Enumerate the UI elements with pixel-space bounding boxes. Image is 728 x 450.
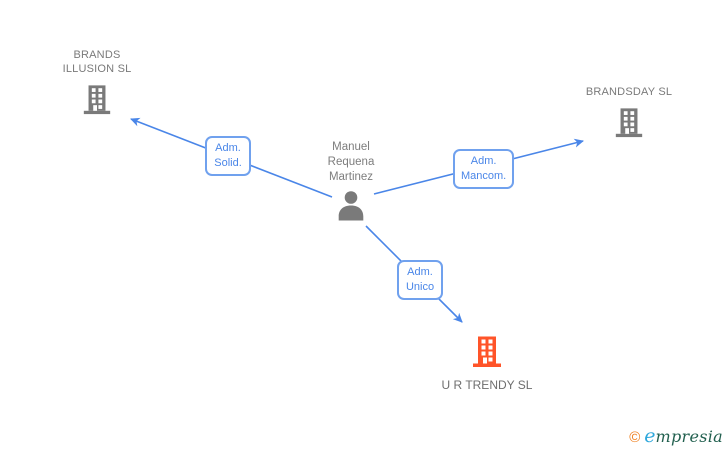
edge-label-line: Adm.	[407, 266, 433, 278]
copyright-icon: ©	[629, 429, 641, 446]
edge-label-line: Adm.	[215, 142, 241, 154]
company-name: U R TRENDY SL	[441, 378, 533, 392]
empresia-logo: ©empresia	[629, 425, 723, 447]
company-name: BRANDSDAY SL	[559, 85, 699, 99]
logo-initial: e	[644, 425, 656, 447]
person-name-line: Requena	[327, 156, 375, 168]
edge-label-adm-unico: Adm. Unico	[397, 260, 443, 300]
node-person-manuel-requena-martinez[interactable]: Manuel Requena Martinez	[281, 140, 421, 226]
node-company-brands-illusion[interactable]: BRANDS ILLUSION SL	[27, 48, 167, 120]
edge-label-adm-mancom: Adm. Mancom.	[453, 149, 515, 189]
node-company-ur-trendy[interactable]: U R TRENDY SL	[417, 335, 557, 392]
person-name: Manuel Requena Martinez	[281, 140, 421, 185]
edge-label-line: Mancom.	[461, 170, 507, 182]
company-name-line: ILLUSION SL	[62, 63, 132, 75]
logo-text: mpresia	[655, 427, 723, 446]
building-icon	[81, 84, 113, 120]
company-name-line: BRANDS	[73, 49, 121, 61]
company-name-line: BRANDSDAY SL	[585, 86, 673, 98]
person-name-line: Manuel	[332, 141, 370, 153]
person-name-line: Martinez	[328, 171, 374, 183]
building-icon	[470, 335, 504, 373]
edge-label-line: Solid.	[214, 157, 242, 169]
person-icon	[334, 189, 368, 226]
edge-label-line: Adm.	[470, 155, 497, 167]
node-company-brandsday[interactable]: BRANDSDAY SL	[559, 85, 699, 143]
edge-label-line: Unico	[405, 281, 435, 293]
company-name: BRANDS ILLUSION SL	[27, 48, 167, 76]
building-icon	[613, 107, 645, 143]
edge-label-adm-solid: Adm. Solid.	[205, 136, 251, 176]
